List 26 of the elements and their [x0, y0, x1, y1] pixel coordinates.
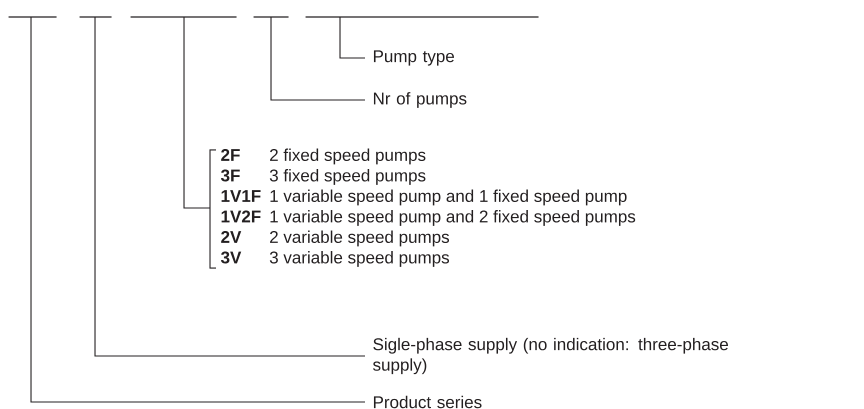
leader-line: [94, 17, 365, 357]
code-description: 2 variable speed pumps: [270, 230, 450, 246]
code-slot-line: [254, 16, 289, 18]
leader-line: [30, 17, 365, 403]
code-slot-line: [8, 16, 57, 18]
code-label: 1V1F: [222, 190, 261, 202]
leader-label: Pump type: [374, 50, 454, 66]
code-label: 1V2F: [222, 210, 261, 222]
code-description: 3 fixed speed pumps: [270, 169, 426, 185]
code-slot-line: [130, 16, 237, 18]
leader-line: [270, 17, 365, 101]
leader-label: Nr of pumps: [374, 92, 466, 108]
leader-line: [183, 17, 210, 209]
code-label: 2F: [221, 148, 240, 161]
code-description: 3 variable speed pumps: [270, 251, 450, 267]
leader-label: Product series: [374, 396, 482, 408]
code-label: 3F: [220, 169, 240, 182]
code-slot-line: [306, 16, 539, 18]
code-slot-line: [80, 16, 112, 18]
code-label: 2V: [221, 230, 242, 243]
leader-line: [339, 17, 365, 59]
code-description: 1 variable speed pump and 2 fixed speed pumps: [270, 210, 636, 226]
code-description: 1 variable speed pump and 1 fixed speed pump: [270, 190, 627, 206]
leader-label: Sigle-phase supply (no indication: three-phase supply): [373, 338, 728, 374]
code-label: 3V: [220, 251, 242, 264]
code-description: 2 fixed speed pumps: [270, 148, 426, 164]
